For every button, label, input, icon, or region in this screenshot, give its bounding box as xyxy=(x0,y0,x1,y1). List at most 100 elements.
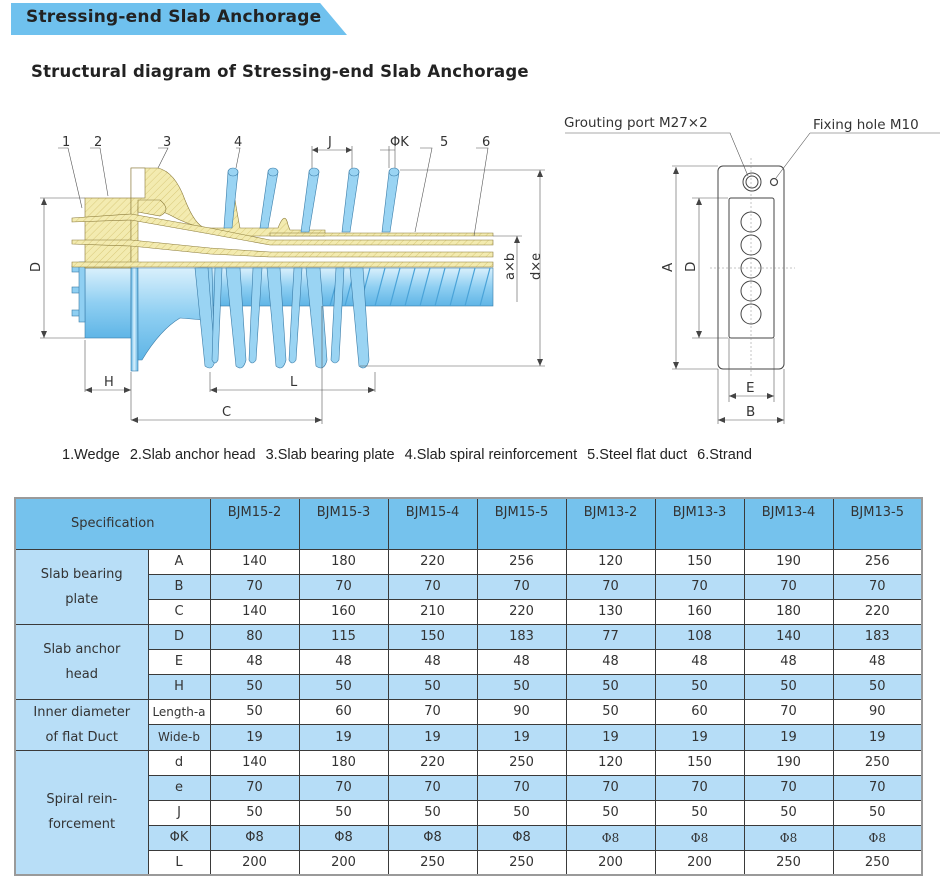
cell-value: 250 xyxy=(476,849,567,876)
row-symbol: ΦK xyxy=(147,824,211,851)
cell-value: 150 xyxy=(387,623,478,650)
cell-value: Φ8 xyxy=(209,824,300,851)
cell-value: 70 xyxy=(387,774,478,801)
cell-value: 200 xyxy=(654,849,745,876)
section-title: Stressing-end Slab Anchorage xyxy=(26,7,322,27)
cell-value: 108 xyxy=(654,623,745,650)
group-label-text: Spiral rein-forcement xyxy=(46,792,118,833)
cell-value: 220 xyxy=(476,598,567,625)
legend-item: 6.Strand xyxy=(697,447,752,463)
cell-value: 150 xyxy=(654,548,745,575)
cell-value: 50 xyxy=(565,799,656,826)
cell-value: 19 xyxy=(209,724,300,751)
group-label-text: Inner diameter of flat Duct xyxy=(33,704,131,745)
cell-value: 50 xyxy=(654,799,745,826)
cell-value: 180 xyxy=(298,548,389,575)
cell-value: 70 xyxy=(298,774,389,801)
cell-value: 256 xyxy=(476,548,567,575)
cell-value: 48 xyxy=(298,648,389,675)
cell-value: 70 xyxy=(743,698,834,725)
cell-value: 70 xyxy=(209,774,300,801)
strands xyxy=(71,213,494,268)
row-symbol: Wide-b xyxy=(147,724,211,751)
slab-anchor-head xyxy=(84,197,132,269)
group-label-text: Slab bearing plate xyxy=(40,566,123,607)
cell-value: 183 xyxy=(476,623,567,650)
callout-2: 2 xyxy=(94,135,102,150)
header-model: BJM13-2 xyxy=(565,497,656,550)
cell-value: 183 xyxy=(832,623,923,650)
spiral-reinforcement-lower xyxy=(194,267,370,369)
cell-value: 250 xyxy=(743,849,834,876)
cell-value: 48 xyxy=(209,648,300,675)
header-specification: Specification xyxy=(14,497,211,550)
dim-dxe: d×e xyxy=(529,253,544,280)
row-symbol: e xyxy=(147,774,211,801)
cell-value: 48 xyxy=(654,648,745,675)
header-model: BJM15-3 xyxy=(298,497,389,550)
cell-value: 50 xyxy=(476,673,567,700)
callout-J: J xyxy=(327,135,332,150)
group-label: Slab bearing plate xyxy=(14,548,149,625)
cell-value: 200 xyxy=(298,849,389,876)
cell-value: 250 xyxy=(476,749,567,776)
group-label: Spiral rein-forcement xyxy=(14,749,149,876)
cell-value: 70 xyxy=(387,698,478,725)
cell-value: 19 xyxy=(743,724,834,751)
cell-value: 210 xyxy=(387,598,478,625)
cell-value: 50 xyxy=(209,799,300,826)
cell-value: 200 xyxy=(209,849,300,876)
row-symbol: C xyxy=(147,598,211,625)
cell-value: 70 xyxy=(565,774,656,801)
cell-value: 70 xyxy=(209,573,300,600)
front-view: Grouting port M27×2 Fixing hole M10 A D … xyxy=(564,115,940,424)
header-model: BJM13-4 xyxy=(743,497,834,550)
cell-value: 48 xyxy=(387,648,478,675)
section-banner xyxy=(11,3,347,35)
cell-value: 50 xyxy=(298,799,389,826)
row-symbol: Length-a xyxy=(147,698,211,725)
cell-value: 19 xyxy=(565,724,656,751)
callout-3: 3 xyxy=(163,135,171,150)
callout-phiK: ΦK xyxy=(390,135,409,150)
cell-value: 140 xyxy=(743,623,834,650)
cell-value: 19 xyxy=(387,724,478,751)
group-label: Inner diameter of flat Duct xyxy=(14,698,149,751)
cell-value: 180 xyxy=(298,749,389,776)
cell-value: 140 xyxy=(209,598,300,625)
cell-value: 50 xyxy=(476,799,567,826)
cell-value: Φ8 xyxy=(298,824,389,851)
cell-value: 140 xyxy=(209,548,300,575)
cell-value: 50 xyxy=(565,673,656,700)
cell-value: 50 xyxy=(298,673,389,700)
header-model: BJM15-4 xyxy=(387,497,478,550)
cell-value: 60 xyxy=(298,698,389,725)
row-symbol: L xyxy=(147,849,211,876)
cell-value: 60 xyxy=(654,698,745,725)
callout-1: 1 xyxy=(62,135,70,150)
cell-value: 150 xyxy=(654,749,745,776)
cell-value: 50 xyxy=(654,673,745,700)
cell-value: Φ8 xyxy=(476,824,567,851)
diagram-title: Structural diagram of Stressing-end Slab… xyxy=(31,62,529,81)
structural-diagram: 1 2 3 4 J ΦK 5 6 H L C D a×b d×e xyxy=(29,115,940,424)
legend-item: 3.Slab bearing plate xyxy=(265,447,395,463)
cell-value: 70 xyxy=(476,774,567,801)
cell-value: 50 xyxy=(209,673,300,700)
cell-value: Φ8 xyxy=(743,824,834,851)
header-model: BJM13-5 xyxy=(832,497,923,550)
cell-value: 19 xyxy=(298,724,389,751)
cell-value: 130 xyxy=(565,598,656,625)
cell-value: 70 xyxy=(743,573,834,600)
callout-5: 5 xyxy=(440,135,448,150)
dim-axb: a×b xyxy=(503,253,518,280)
cell-value: 70 xyxy=(654,573,745,600)
